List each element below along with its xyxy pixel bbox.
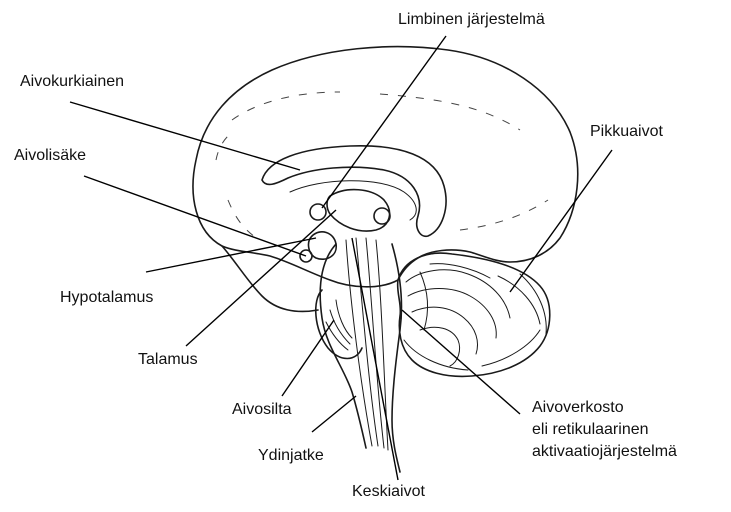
- leader-hypotalamus: [146, 238, 316, 272]
- thalamus-shape: [327, 190, 390, 231]
- label-aivoverkosto-line2: eli retikulaarinen: [532, 420, 649, 440]
- leader-pikkuaivot: [510, 150, 612, 292]
- label-limbinen: Limbinen järjestelmä: [398, 10, 545, 30]
- label-aivolisake: Aivolisäke: [14, 146, 86, 166]
- leader-talamus: [186, 210, 336, 346]
- leader-ydinjatke: [312, 396, 356, 432]
- label-aivoverkosto-line1: Aivoverkosto: [532, 398, 624, 418]
- brainstem-outline-right: [392, 244, 402, 472]
- leader-aivokurkiainen: [70, 102, 300, 170]
- label-talamus: Talamus: [138, 350, 198, 370]
- fornix-arc: [290, 181, 416, 220]
- leader-limbinen: [322, 36, 446, 208]
- label-pikkuaivot: Pikkuaivot: [590, 122, 663, 142]
- label-ydinjatke: Ydinjatke: [258, 446, 324, 466]
- limbic-node-right: [374, 208, 390, 224]
- label-aivoverkosto-line3: aktivaatiojärjestelmä: [532, 442, 677, 462]
- corpus-callosum: [262, 146, 446, 236]
- leader-aivolisake: [84, 176, 306, 256]
- leader-aivosilta: [282, 320, 334, 396]
- leader-aivoverkosto: [402, 310, 520, 414]
- label-hypotalamus: Hypotalamus: [60, 288, 153, 308]
- label-aivosilta: Aivosilta: [232, 400, 292, 420]
- label-aivokurkiainen: Aivokurkiainen: [20, 72, 124, 92]
- cerebellum-outline: [398, 253, 550, 376]
- leader-keskiaivot: [352, 238, 398, 480]
- label-keskiaivot: Keskiaivot: [352, 482, 425, 502]
